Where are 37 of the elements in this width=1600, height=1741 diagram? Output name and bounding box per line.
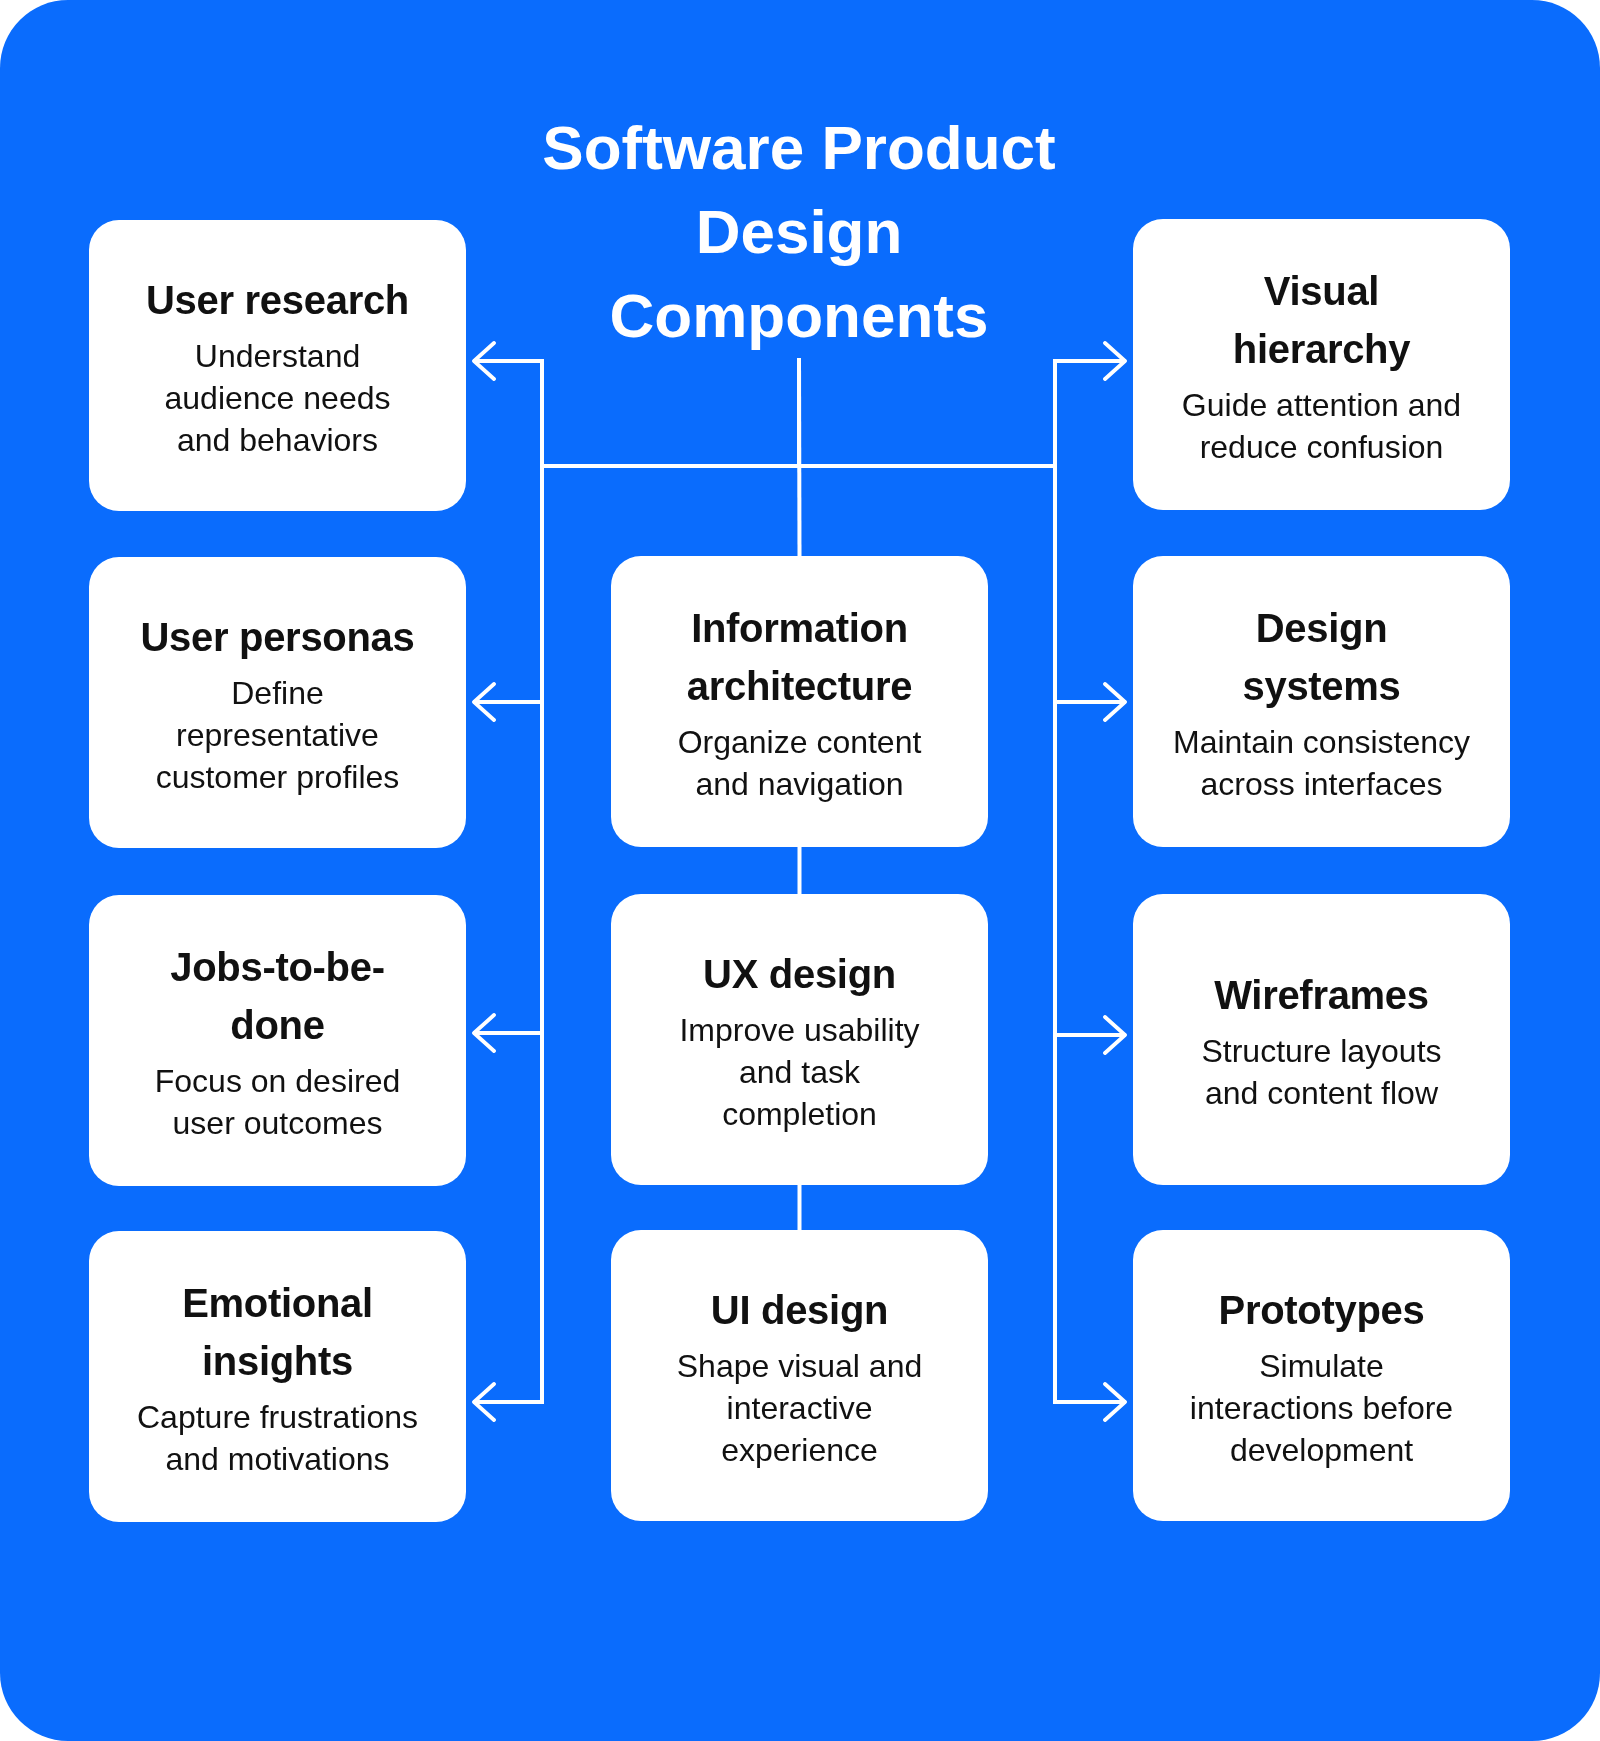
card-heading: Jobs-to-be-done — [169, 943, 386, 1049]
card-heading: Prototypes — [1218, 1286, 1425, 1334]
card-heading: Emotional insights — [181, 1279, 374, 1385]
component-card — [1133, 1230, 1510, 1521]
card-heading: Wireframes — [1214, 971, 1429, 1019]
connector-line — [797, 1185, 802, 1230]
card-description: Improve usability and task completion — [678, 1010, 921, 1134]
component-card — [89, 1231, 466, 1522]
component-card — [1133, 556, 1510, 847]
component-card — [611, 556, 988, 847]
card-heading: User personas — [140, 613, 415, 661]
card-description: Simulate interactions before development — [1188, 1346, 1455, 1470]
card-heading: UX design — [703, 950, 896, 998]
component-card — [1133, 219, 1510, 510]
component-card — [89, 895, 466, 1186]
connector-line — [797, 358, 802, 556]
component-card — [89, 557, 466, 848]
card-description: Shape visual and interactive experience — [675, 1346, 924, 1470]
component-card — [611, 894, 988, 1185]
diagram-title: Software Product Design Components — [519, 106, 1079, 358]
card-description: Guide attention and reduce confusion — [1180, 385, 1463, 467]
card-heading: UI design — [710, 1286, 889, 1334]
connector-line — [797, 847, 802, 894]
card-description: Capture frustrations and motivations — [136, 1397, 419, 1479]
card-heading: Information architecture — [685, 604, 914, 710]
card-description: Understand audience needs and behaviors — [163, 336, 392, 460]
card-description: Maintain consistency across interfaces — [1172, 722, 1471, 804]
card-description: Focus on desired user outcomes — [153, 1061, 402, 1143]
card-heading: User research — [146, 276, 409, 324]
component-card — [1133, 894, 1510, 1185]
card-heading: Design systems — [1241, 604, 1402, 710]
card-description: Define representative customer profiles — [154, 673, 401, 797]
card-description: Structure layouts and content flow — [1200, 1031, 1443, 1113]
card-heading: Visual hierarchy — [1231, 267, 1412, 373]
component-card — [611, 1230, 988, 1521]
component-card — [89, 220, 466, 511]
card-description: Organize content and navigation — [676, 722, 923, 804]
